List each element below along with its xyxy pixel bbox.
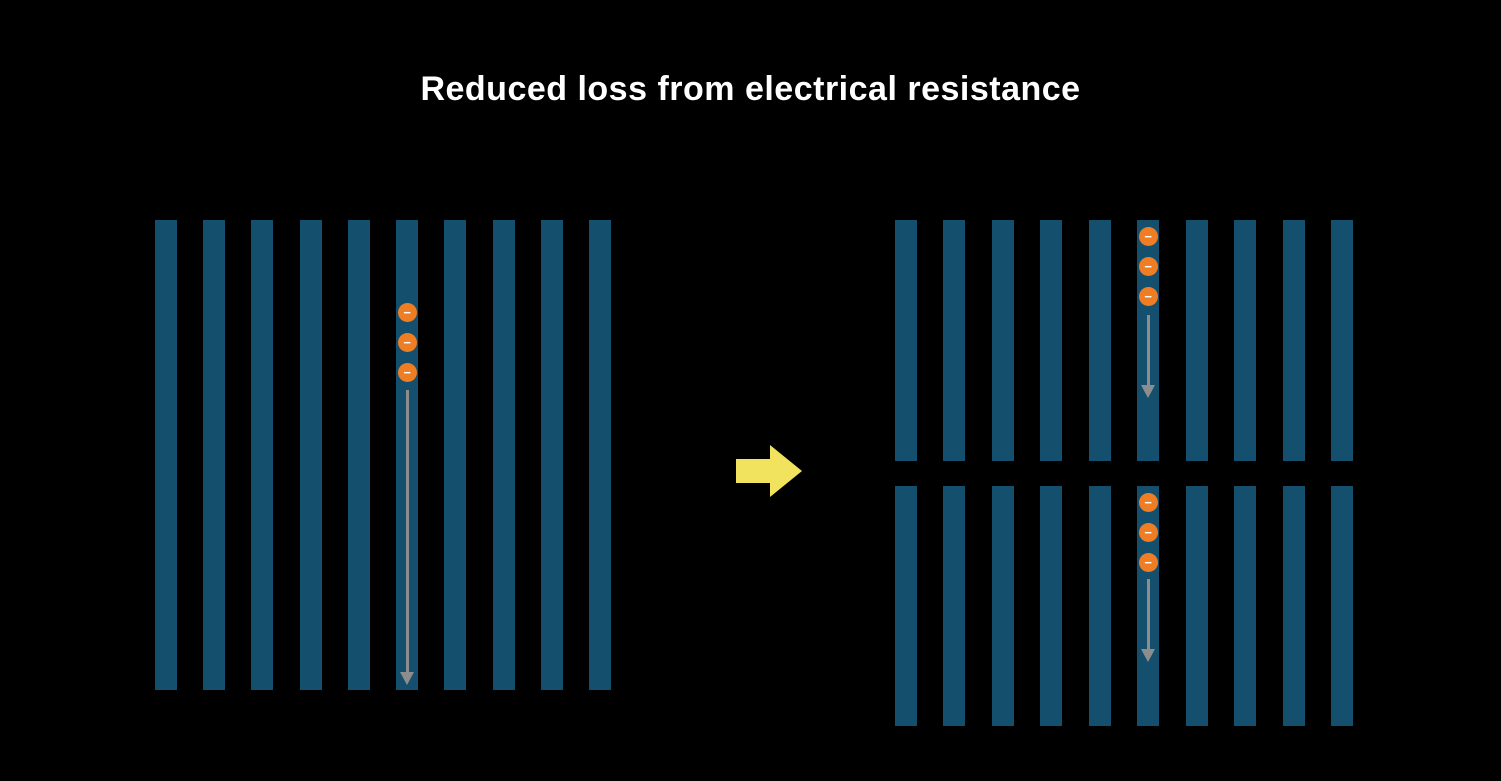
cell-bar: [1185, 486, 1208, 726]
electron-icon: −: [1138, 492, 1158, 512]
full-cell-string: − − −: [155, 220, 611, 690]
electron-icon: −: [1138, 256, 1158, 276]
electron-icon: −: [397, 362, 417, 382]
electron-icon: −: [397, 302, 417, 322]
cell-bar: [492, 220, 515, 690]
cell-bar: [203, 220, 226, 690]
electron-icon: −: [1138, 552, 1158, 572]
arrow-head-icon: [399, 672, 414, 685]
cell-bar: [991, 220, 1014, 461]
cell-bar: [1234, 486, 1257, 726]
cell-bar: [1185, 220, 1208, 461]
cell-bar: [1234, 220, 1257, 461]
cell-bar: [155, 220, 177, 690]
electron-icon: −: [1138, 286, 1158, 306]
cell-bar: [251, 220, 274, 690]
cell-bar: [1282, 220, 1305, 461]
cell-bar: [991, 486, 1014, 726]
current-flow-arrow: [1146, 579, 1150, 649]
arrow-head-icon: [1140, 649, 1155, 662]
cell-bar: [540, 220, 563, 690]
current-flow-arrow: [1146, 315, 1150, 385]
cell-bar: [943, 220, 966, 461]
half-cut-string-top: − − −: [895, 220, 1353, 461]
current-flow-arrow: [405, 390, 409, 672]
cell-bar: [444, 220, 467, 690]
transform-right-arrow-icon: [736, 445, 802, 497]
cell-bar: [1330, 486, 1353, 726]
arrow-head-icon: [1140, 385, 1155, 398]
cell-bar: [895, 486, 917, 726]
cell-bar: [943, 486, 966, 726]
electron-icon: −: [1138, 522, 1158, 542]
cell-bar: [1088, 486, 1111, 726]
cell-bar: [1088, 220, 1111, 461]
cell-bar: [1040, 486, 1063, 726]
electron-icon: −: [1138, 226, 1158, 246]
electron-icon: −: [397, 332, 417, 352]
cell-bar: [588, 220, 611, 690]
cell-bar: [347, 220, 370, 690]
cell-bar: [299, 220, 322, 690]
cell-bar: [895, 220, 917, 461]
diagram-title: Reduced loss from electrical resistance: [420, 70, 1081, 108]
cell-bar: [1282, 486, 1305, 726]
cell-bar: [1330, 220, 1353, 461]
half-cut-string-bottom: − − −: [895, 486, 1353, 726]
cell-bar: [1040, 220, 1063, 461]
